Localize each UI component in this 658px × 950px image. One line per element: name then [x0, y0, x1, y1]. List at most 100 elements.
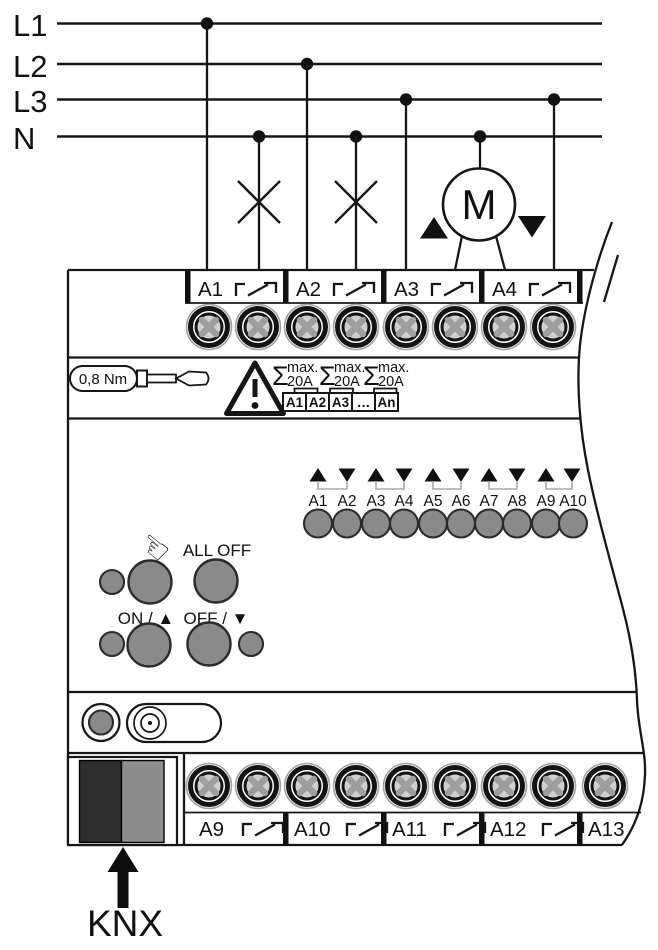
- break-edge-curve: [577, 221, 647, 846]
- relay-contact-icon: [241, 821, 285, 838]
- led-label: A1: [309, 493, 328, 510]
- knx-bus-connector: [66, 755, 179, 847]
- sigma-symbol: Σ: [363, 361, 380, 391]
- current-label: 20A: [287, 374, 313, 390]
- status-led: [445, 508, 477, 539]
- screw-terminal: [285, 305, 330, 350]
- screw-terminal: [236, 764, 281, 809]
- knx-terminal-gray: [120, 759, 165, 844]
- device-outline: [66, 221, 647, 847]
- screw-terminal: [433, 305, 478, 350]
- down-arrow-icon: [508, 468, 526, 482]
- status-led: [501, 508, 533, 539]
- channel-separator: [577, 813, 583, 845]
- channel-separator: [381, 813, 387, 845]
- motor-down-arrow-icon: [518, 216, 546, 238]
- channel-separator: [381, 270, 387, 303]
- up-arrow-icon: [367, 468, 385, 482]
- cell-a1: A1: [286, 395, 304, 410]
- channel-separator: [577, 270, 583, 303]
- led-label: A7: [480, 493, 499, 510]
- led-label: A8: [508, 493, 527, 510]
- max-label: max.: [334, 360, 365, 376]
- up-arrow-icon: [537, 468, 555, 482]
- knx-bus-callout: KNX: [87, 847, 163, 944]
- programming-section: [81, 702, 223, 744]
- channel-pair-brackets: [293, 387, 398, 393]
- rail-label-l3: L3: [13, 84, 47, 119]
- pair-brackets: [317, 481, 573, 490]
- sum-current-group-2: Σ max. 20A: [319, 360, 365, 391]
- power-rails: L1 L2 L3 N: [13, 8, 602, 156]
- rail-label-n: N: [13, 121, 35, 156]
- top-screw-terminals: [187, 305, 576, 350]
- motor-up-arrow-icon: [420, 217, 448, 239]
- channel-separator: [479, 270, 485, 303]
- programming-led: [87, 709, 115, 736]
- channel-separator: [479, 813, 485, 845]
- knx-label: KNX: [87, 903, 163, 944]
- channel-label-a11: A11: [392, 818, 427, 841]
- manual-mode-led: [98, 568, 126, 596]
- channel-label-a10: A10: [294, 818, 330, 841]
- channel-label-a2: A2: [296, 278, 321, 301]
- cell-a2: A2: [309, 395, 326, 410]
- up-arrow-icon: [309, 468, 327, 482]
- on-up-button[interactable]: [126, 622, 172, 668]
- channel-label-a9: A9: [199, 818, 224, 841]
- status-led: [530, 508, 562, 539]
- status-led: [360, 508, 392, 539]
- warning-icon: [224, 360, 286, 416]
- status-led: [557, 508, 589, 539]
- down-arrow-icon: [338, 468, 356, 482]
- junction-dots: [200, 17, 561, 143]
- manual-controls: ☜ ALL OFF ON / ▲ OFF / ▼: [98, 523, 265, 668]
- screwdriver-torque-icon: 0,8 Nm: [69, 365, 210, 392]
- all-off-button[interactable]: [193, 558, 239, 604]
- sigma-symbol: Σ: [272, 361, 289, 391]
- on-up-label: ON / ▲: [118, 609, 175, 628]
- screw-terminal: [482, 764, 527, 809]
- rail-label-l1: L1: [13, 8, 47, 43]
- screw-terminal: [384, 764, 429, 809]
- manual-mode-button[interactable]: [127, 559, 173, 605]
- relay-contact-icon: [430, 281, 474, 298]
- down-arrow-icon: [395, 468, 413, 482]
- relay-contact-icon: [332, 281, 376, 298]
- all-off-label: ALL OFF: [183, 541, 251, 560]
- down-arrow-icon: [452, 468, 470, 482]
- sum-current-group-3: Σ max. 20A: [363, 360, 409, 391]
- channel-separator: [283, 813, 289, 845]
- channel-cells: A1 A2 A3 … An: [282, 392, 399, 412]
- screw-terminal: [583, 764, 628, 809]
- led-label: A2: [338, 493, 357, 510]
- load-wiring: M: [205, 23, 556, 271]
- led-label: A4: [395, 493, 414, 510]
- channel-label-a1: A1: [198, 278, 223, 301]
- screw-terminal: [482, 305, 527, 350]
- channel-label-a3: A3: [394, 278, 419, 301]
- programming-button[interactable]: [125, 702, 223, 744]
- status-led: [302, 508, 334, 539]
- channel-label-a12: A12: [490, 818, 526, 841]
- screw-terminal: [531, 764, 576, 809]
- up-arrow-icon: [480, 468, 498, 482]
- break-edge-tear: [602, 254, 620, 303]
- motor-label: M: [462, 181, 497, 228]
- relay-contact-icon: [234, 281, 278, 298]
- cell-a3: A3: [332, 395, 350, 410]
- screw-terminal: [384, 305, 429, 350]
- sigma-symbol: Σ: [319, 361, 336, 391]
- screw-terminal: [433, 764, 478, 809]
- top-terminal-strip: A1 A2 A3 A4: [185, 270, 583, 350]
- cell-dots: …: [357, 395, 371, 410]
- off-down-button[interactable]: [186, 621, 232, 667]
- screw-terminal: [187, 764, 232, 809]
- screw-terminal: [187, 305, 232, 350]
- knx-terminal-dark: [78, 759, 123, 844]
- relay-contact-icon: [528, 281, 572, 298]
- bottom-terminal-strip: A9 A10 A11 A12 A13: [66, 753, 641, 847]
- led-label: A9: [537, 493, 556, 510]
